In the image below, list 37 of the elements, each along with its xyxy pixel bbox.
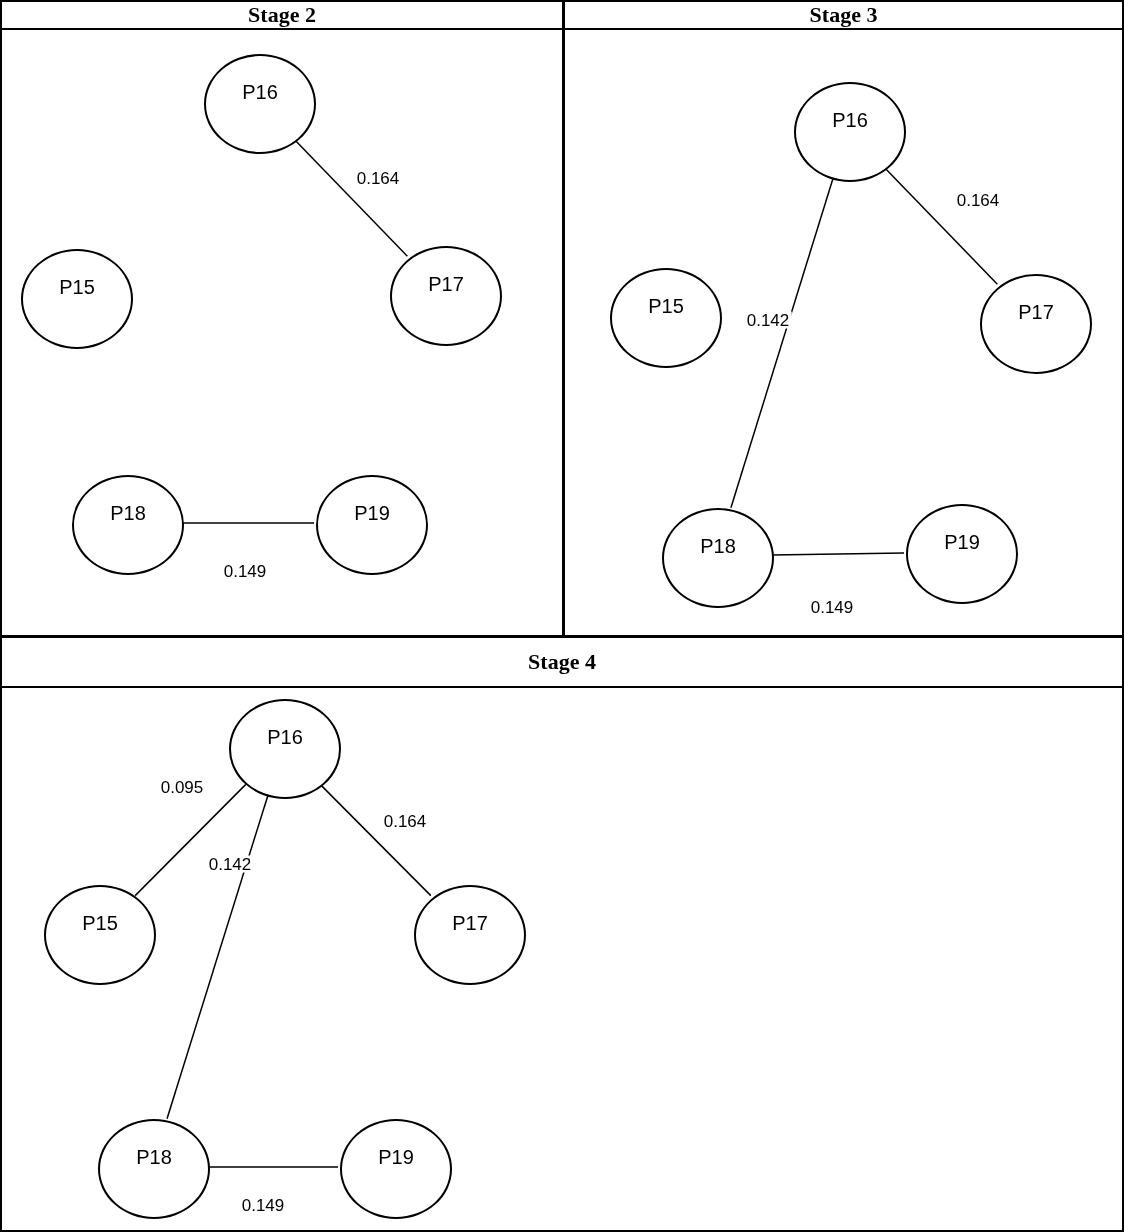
connector-line (293, 139, 409, 257)
stage-heading: Stage 2 (248, 4, 316, 26)
node-ellipse: P19 (340, 1119, 452, 1219)
table-panel (563, 0, 1124, 637)
node-ellipse: P16 (204, 54, 316, 154)
edge-label: 0.164 (954, 191, 1002, 209)
stage-heading: Stage 3 (809, 4, 878, 26)
connector-line (166, 794, 269, 1120)
connector-line (207, 1166, 339, 1168)
table-panel (0, 636, 1124, 1232)
node-ellipse: P19 (906, 504, 1018, 604)
connector-line (771, 552, 905, 556)
connector-line (730, 177, 834, 509)
edge-label: 0.149 (239, 1196, 287, 1214)
node-ellipse: P17 (390, 246, 502, 346)
node-ellipse: P15 (21, 249, 133, 349)
edge-label: 0.095 (158, 778, 206, 796)
edge-label: 0.164 (354, 169, 402, 187)
node-ellipse: P19 (316, 475, 428, 575)
node-ellipse: P18 (72, 475, 184, 575)
connector-line (181, 522, 315, 524)
edge-label: 0.142 (744, 311, 792, 329)
edge-label: 0.142 (206, 855, 254, 873)
node-ellipse: P15 (44, 885, 156, 985)
connector-line (134, 783, 247, 897)
node-ellipse: P15 (610, 268, 722, 368)
node-ellipse: P16 (229, 699, 341, 799)
stage-heading: Stage 4 (528, 651, 596, 673)
edge-label: 0.149 (221, 562, 269, 580)
node-ellipse: P17 (414, 885, 526, 985)
edge-label: 0.164 (381, 812, 429, 830)
edge-label: 0.149 (808, 598, 856, 616)
node-ellipse: P16 (794, 82, 906, 182)
node-ellipse: P18 (98, 1119, 210, 1219)
node-ellipse: P17 (980, 274, 1092, 374)
table-panel (0, 0, 564, 637)
node-ellipse: P18 (662, 508, 774, 608)
